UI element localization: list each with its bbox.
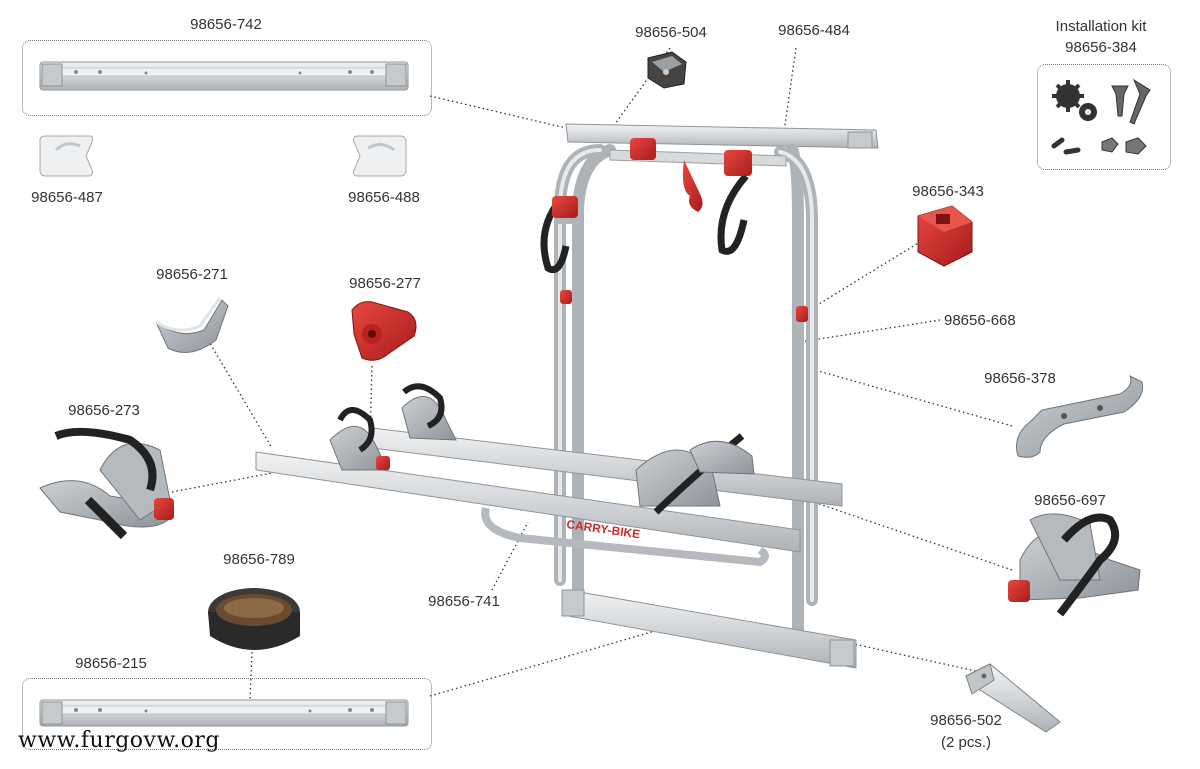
end-cap-487 xyxy=(39,135,94,177)
label-98656-697: 98656-697 xyxy=(1034,492,1106,509)
label-98656-504: 98656-504 xyxy=(635,24,707,41)
carrier-frame xyxy=(554,123,879,669)
rail-742-box xyxy=(22,40,432,116)
end-cap-488 xyxy=(353,135,407,177)
label-98656-271: 98656-271 xyxy=(156,266,228,283)
installation-kit-title: Installation kit xyxy=(1055,18,1147,35)
frame-straps xyxy=(540,138,808,322)
rail-wheel-holders xyxy=(329,383,755,515)
rail-215 xyxy=(39,699,409,727)
label-98656-273: 98656-273 xyxy=(68,402,140,419)
label-98656-277: 98656-277 xyxy=(349,275,421,292)
installation-kit-box xyxy=(1037,64,1171,170)
rail-215-box xyxy=(22,678,432,750)
watermark: www.furgovw.org xyxy=(18,728,221,753)
part-277 xyxy=(351,301,417,361)
label-98656-742: 98656-742 xyxy=(190,16,262,33)
part-273 xyxy=(39,427,174,540)
part-343 xyxy=(917,205,973,267)
part-502 xyxy=(965,663,1061,733)
part-697 xyxy=(1008,513,1141,617)
label-98656-488: 98656-488 xyxy=(348,189,420,206)
part-789 xyxy=(208,588,300,650)
label-98656-378: 98656-378 xyxy=(984,370,1056,387)
rail-742 xyxy=(39,61,409,91)
label-98656-502-quantity: (2 pcs.) xyxy=(940,734,992,751)
installation-kit-icons xyxy=(1051,78,1151,155)
label-98656-668: 98656-668 xyxy=(944,312,1016,329)
part-271 xyxy=(155,297,229,353)
label-98656-741: 98656-741 xyxy=(428,593,500,610)
part-378 xyxy=(1016,374,1144,458)
label-98656-502: 98656-502 xyxy=(930,712,1002,729)
label-98656-343: 98656-343 xyxy=(912,183,984,200)
label-98656-215: 98656-215 xyxy=(75,655,147,672)
label-98656-487: 98656-487 xyxy=(31,189,103,206)
bracket-504 xyxy=(647,51,687,89)
label-98656-484: 98656-484 xyxy=(778,22,850,39)
installation-kit-code: 98656-384 xyxy=(1065,39,1137,56)
label-98656-789: 98656-789 xyxy=(223,551,295,568)
